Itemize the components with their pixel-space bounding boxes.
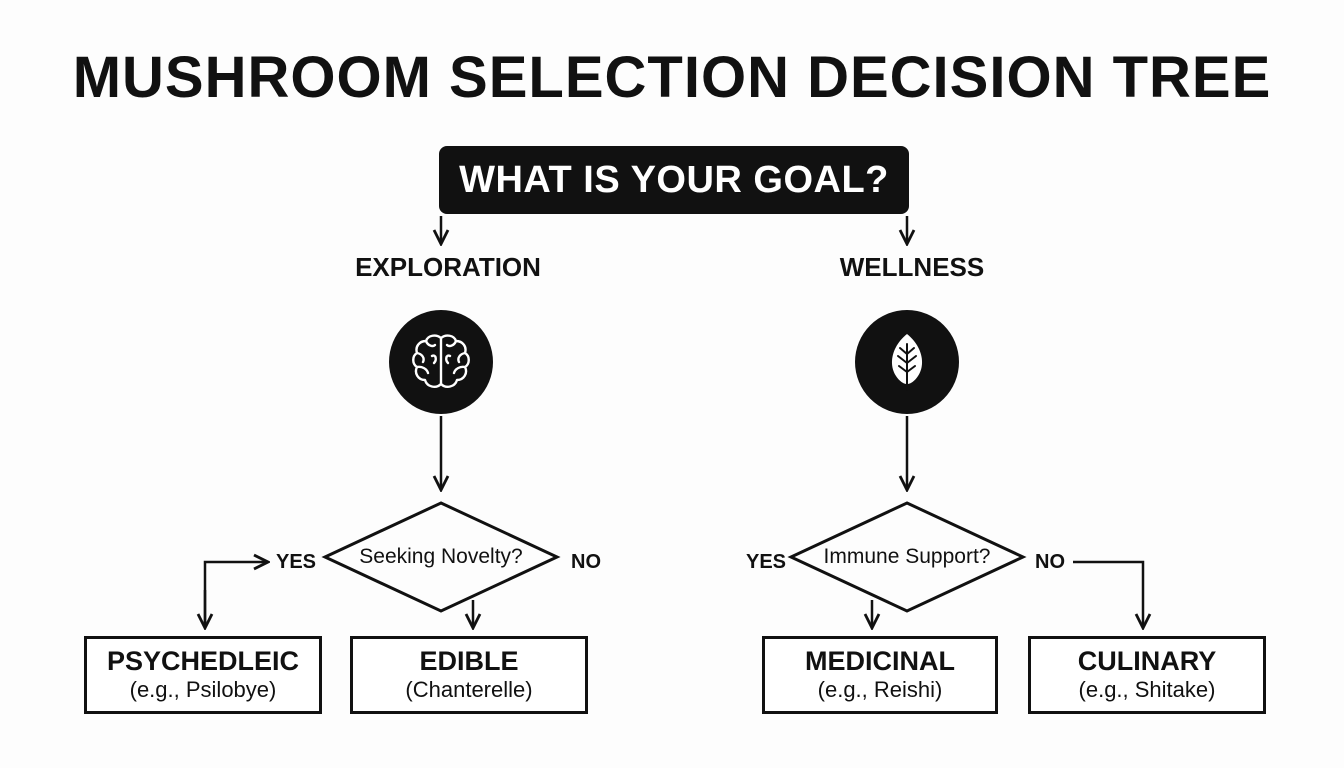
outcome-name: MEDICINAL: [805, 646, 955, 677]
branch-label-exploration: EXPLORATION: [355, 252, 541, 282]
yes-label-left: YES: [276, 551, 317, 573]
decision-text-left: Seeking Novelty?: [359, 545, 523, 568]
outcome-example: (e.g., Shitake): [1078, 677, 1216, 703]
branch-label-wellness: WELLNESS: [839, 252, 985, 282]
outcome-name: PSYCHEDLEIC: [106, 646, 300, 677]
decision-text-right: Immune Support?: [823, 545, 991, 568]
outcome-name: CULINARY: [1077, 646, 1217, 677]
outcome-name: EDIBLE: [419, 646, 519, 677]
no-label-right: NO: [1035, 551, 1065, 573]
decision-diamond-right: [787, 501, 1027, 613]
arrow-left-yes-horizontal: [203, 562, 268, 628]
no-label-left: NO: [571, 551, 601, 573]
page-title: MUSHROOM SELECTION DECISION TREE: [72, 45, 1272, 110]
outcome-example: (e.g., Psilobye): [129, 677, 277, 703]
brain-icon: [389, 310, 493, 414]
leaf-icon: [855, 310, 959, 414]
goal-question-box: WHAT IS YOUR GOAL?: [439, 146, 909, 214]
outcome-example: (Chanterelle): [405, 677, 533, 703]
decision-diamond-left: [321, 501, 561, 613]
outcome-example: (e.g., Reishi): [817, 677, 943, 703]
outcome-box-medicinal: MEDICINAL (e.g., Reishi): [762, 636, 998, 714]
arrow-right-no: [1073, 560, 1143, 628]
outcome-box-culinary: CULINARY (e.g., Shitake): [1028, 636, 1266, 714]
yes-label-right: YES: [746, 551, 787, 573]
outcome-box-psychedelic: PSYCHEDLEIC (e.g., Psilobye): [84, 636, 322, 714]
outcome-box-edible: EDIBLE (Chanterelle): [350, 636, 588, 714]
